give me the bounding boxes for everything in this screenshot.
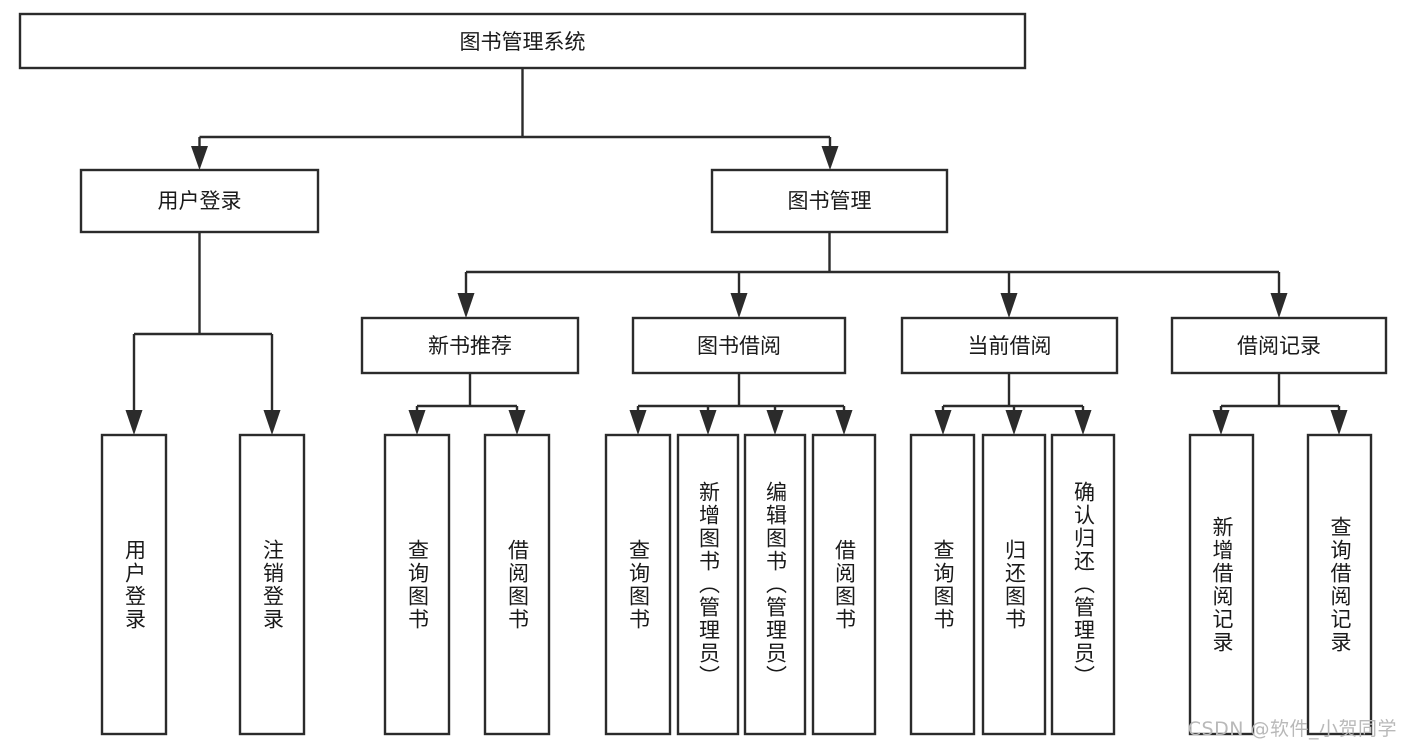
node-query-book-rec-box[interactable] — [383, 433, 451, 736]
node-current-borrow-box[interactable] — [900, 316, 1119, 375]
arrow-head-icon — [766, 410, 784, 435]
arrow-head-icon — [408, 410, 426, 435]
node-new-book-rec-label: 新书推荐 — [428, 334, 512, 358]
arrow-head-icon — [125, 410, 143, 435]
node-add-borrow-record-box[interactable] — [1188, 433, 1255, 736]
node-borrow-record-label: 借阅记录 — [1237, 334, 1321, 358]
node-new-book-rec-box[interactable] — [360, 316, 580, 375]
arrow-head-icon — [730, 293, 748, 318]
arrow-head-icon — [457, 293, 475, 318]
node-user-login-box[interactable] — [79, 168, 320, 234]
connector-bookborrow-to-leaves — [629, 373, 853, 435]
node-edit-book-admin-box[interactable] — [743, 433, 807, 736]
node-user-login[interactable]: 用户登录 — [79, 168, 320, 234]
node-book-manage[interactable]: 图书管理 — [710, 168, 949, 234]
connector-userlogin-to-leaves — [125, 232, 281, 435]
arrow-head-icon — [191, 146, 208, 170]
arrow-head-icon — [263, 410, 281, 435]
connector-root-to-level2 — [191, 68, 839, 170]
node-root-box[interactable] — [18, 12, 1027, 70]
arrow-head-icon — [508, 410, 526, 435]
node-borrow-record[interactable]: 借阅记录 — [1170, 316, 1388, 375]
node-current-borrow-label: 当前借阅 — [968, 334, 1052, 358]
node-add-book-admin-box[interactable] — [676, 433, 740, 736]
arrow-head-icon — [934, 410, 952, 435]
arrow-head-icon — [1330, 410, 1348, 435]
node-logout-leaf-box[interactable] — [238, 433, 306, 736]
arrow-head-icon — [821, 146, 839, 170]
node-book-borrow[interactable]: 图书借阅 — [631, 316, 847, 375]
arrow-head-icon — [1000, 293, 1018, 318]
node-confirm-return-admin-box[interactable] — [1050, 433, 1116, 736]
node-user-login-leaf-box[interactable] — [100, 433, 168, 736]
node-book-borrow-box[interactable] — [631, 316, 847, 375]
connector-borrowrecord-to-leaves — [1212, 373, 1348, 435]
watermark-text: CSDN @软件_小贺同学 — [1187, 718, 1397, 740]
node-return-book-box[interactable] — [981, 433, 1047, 736]
node-root-label: 图书管理系统 — [460, 30, 586, 54]
arrow-head-icon — [835, 410, 853, 435]
node-root[interactable]: 图书管理系统 — [18, 12, 1027, 70]
node-book-manage-label: 图书管理 — [788, 189, 872, 213]
node-current-borrow[interactable]: 当前借阅 — [900, 316, 1119, 375]
leaf-boxes — [100, 433, 1373, 736]
arrow-head-icon — [629, 410, 647, 435]
connector-newbook-to-leaves — [408, 373, 526, 435]
node-query-borrow-record-box[interactable] — [1306, 433, 1373, 736]
node-borrow-book-rec-box[interactable] — [483, 433, 551, 736]
node-borrow-book-borrow-box[interactable] — [811, 433, 877, 736]
arrow-head-icon — [1270, 293, 1288, 318]
node-user-login-label: 用户登录 — [158, 189, 242, 213]
node-borrow-record-box[interactable] — [1170, 316, 1388, 375]
node-query-book-current-box[interactable] — [909, 433, 976, 736]
arrow-head-icon — [1212, 410, 1230, 435]
arrow-head-icon — [699, 410, 717, 435]
connector-currentborrow-to-leaves — [934, 373, 1092, 435]
connector-bookmanage-to-level3 — [457, 232, 1288, 318]
node-book-borrow-label: 图书借阅 — [697, 334, 781, 358]
node-book-manage-box[interactable] — [710, 168, 949, 234]
arrow-head-icon — [1074, 410, 1092, 435]
node-query-book-borrow-box[interactable] — [604, 433, 672, 736]
node-new-book-rec[interactable]: 新书推荐 — [360, 316, 580, 375]
arrow-head-icon — [1005, 410, 1023, 435]
